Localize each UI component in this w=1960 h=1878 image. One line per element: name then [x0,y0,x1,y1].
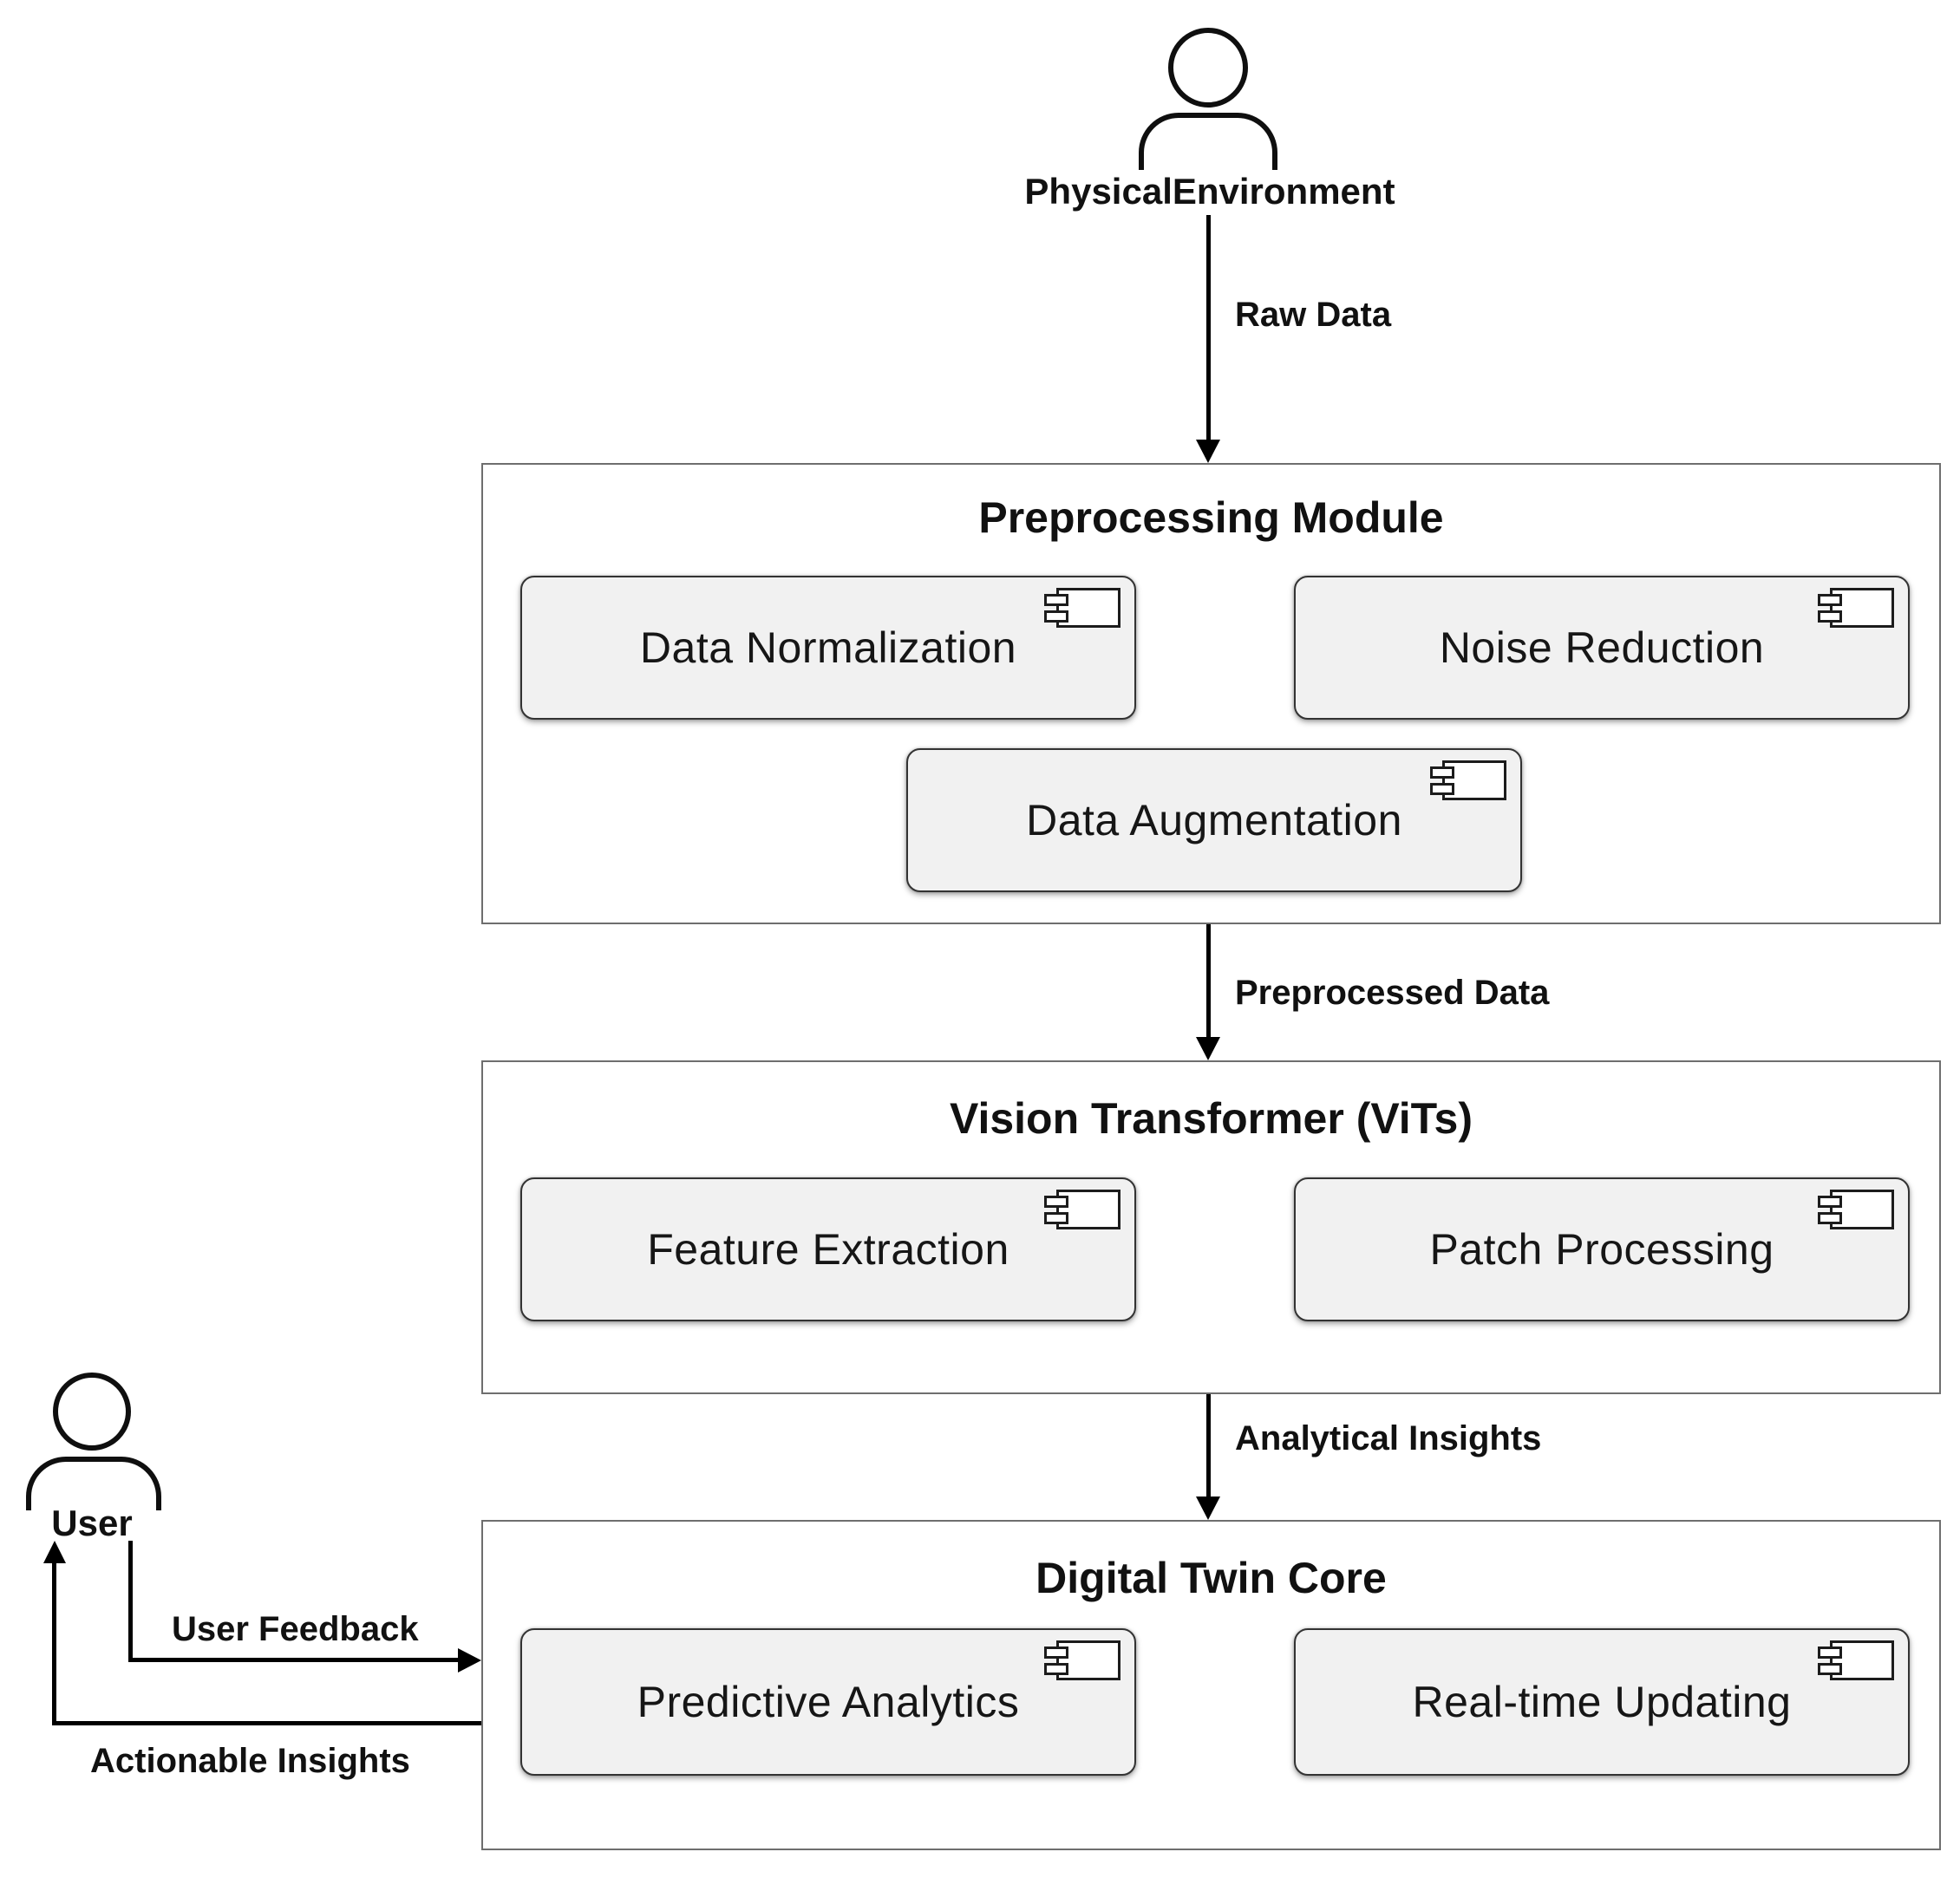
edge-preprocessed-data-line [1206,924,1211,1040]
component-predictive-analytics: Predictive Analytics [520,1628,1136,1776]
component-noise-reduction: Noise Reduction [1294,576,1910,720]
component-label: Data Augmentation [1026,796,1402,844]
component-icon-tab [1430,783,1454,795]
component-label: Patch Processing [1429,1225,1774,1274]
component-label: Noise Reduction [1439,623,1765,672]
uml-component-icon [1818,588,1894,628]
component-icon-tab [1430,766,1454,779]
component-feature-extraction: Feature Extraction [520,1177,1136,1321]
uml-component-icon [1430,760,1506,800]
user-feedback-arrowhead-right-icon [458,1648,481,1673]
preprocessed-data-arrowhead-down-icon [1196,1037,1220,1060]
analytical-insights-arrowhead-down-icon [1196,1497,1220,1520]
edge-label-raw-data: Raw Data [1235,296,1392,334]
edge-label-analytical-insights: Analytical Insights [1235,1419,1542,1457]
component-icon-tab [1818,610,1842,623]
person-icon-head [1168,28,1248,108]
component-data-augmentation: Data Augmentation [906,748,1522,892]
component-label: Real-time Updating [1412,1678,1792,1726]
container-title-preprocessing: Preprocessing Module [978,493,1444,542]
component-icon-tab [1044,1663,1068,1675]
actionable-insights-arrowhead-up-icon [43,1541,66,1563]
component-icon-tab [1818,594,1842,606]
edge-raw-data-line [1206,215,1211,442]
component-patch-processing: Patch Processing [1294,1177,1910,1321]
uml-component-icon [1818,1190,1894,1229]
actor-label-physical-environment: PhysicalEnvironment [1024,171,1395,212]
component-icon-tab [1044,1647,1068,1659]
person-icon-body [26,1457,161,1510]
edge-actionable-insights-hline [53,1721,481,1725]
person-icon-body [1139,113,1277,170]
raw-data-arrowhead-down-icon [1196,440,1220,463]
container-title-digital-twin-core: Digital Twin Core [1036,1554,1387,1602]
edge-label-actionable-insights: Actionable Insights [90,1742,410,1780]
component-label: Predictive Analytics [637,1678,1020,1726]
edge-user-feedback-vline [128,1541,133,1662]
actor-label-user: User [51,1503,133,1543]
component-icon-tab [1044,610,1068,623]
component-icon-tab [1818,1647,1842,1659]
component-label: Data Normalization [639,623,1017,672]
component-icon-tab [1044,1196,1068,1208]
edge-actionable-insights-vline [52,1562,56,1725]
edge-label-preprocessed-data: Preprocessed Data [1235,974,1550,1012]
container-title-vision-transformer: Vision Transformer (ViTs) [950,1094,1473,1143]
edge-label-user-feedback: User Feedback [172,1610,419,1648]
edge-analytical-insights-line [1206,1394,1211,1499]
component-icon-tab [1818,1212,1842,1224]
component-icon-tab [1044,594,1068,606]
component-label: Feature Extraction [647,1225,1009,1274]
uml-component-icon [1044,1190,1120,1229]
component-icon-tab [1818,1196,1842,1208]
component-icon-tab [1818,1663,1842,1675]
edge-user-feedback-hline [128,1658,460,1662]
uml-component-icon [1044,588,1120,628]
person-icon-head [53,1373,131,1451]
component-icon-tab [1044,1212,1068,1224]
component-data-normalization: Data Normalization [520,576,1136,720]
component-real-time-updating: Real-time Updating [1294,1628,1910,1776]
uml-component-icon [1818,1640,1894,1680]
uml-component-icon [1044,1640,1120,1680]
